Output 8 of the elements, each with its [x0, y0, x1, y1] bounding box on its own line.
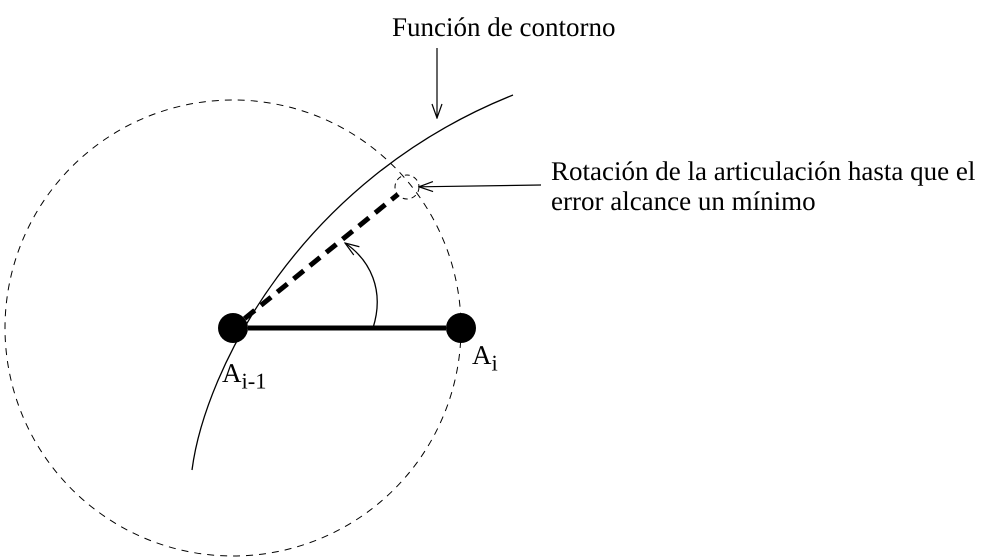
joint-label: A$_{i}$ [472, 340, 498, 378]
joint-label: A$_{i-1}$ [222, 358, 266, 396]
leader-line [418, 181, 541, 192]
dashed-link [243, 192, 400, 320]
leader-line [431, 48, 443, 119]
callout-text: Función de contorno [392, 12, 616, 42]
callout-text: Rotación de la articulación hasta que el error alcance un mínimo [551, 156, 976, 216]
link-bar [248, 326, 446, 330]
